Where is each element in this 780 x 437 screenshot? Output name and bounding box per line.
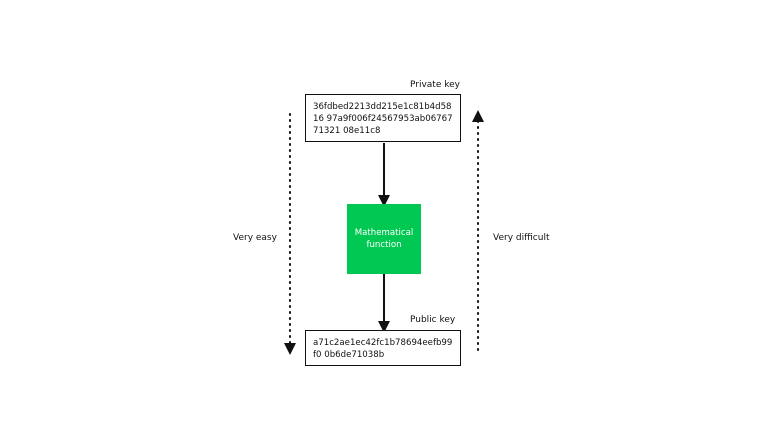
very-easy-label: Very easy	[233, 233, 277, 243]
public-key-value: a71c2ae1ec42fc1b78694eefb99f0 0b6de71038…	[313, 338, 453, 360]
mathematical-function-label: Mathematical function	[354, 228, 414, 250]
public-key-box: a71c2ae1ec42fc1b78694eefb99f0 0b6de71038…	[305, 330, 461, 366]
public-key-label: Public key	[410, 315, 456, 325]
private-key-box: 36fdbed2213dd215e1c81b4d5816 97a9f006f24…	[305, 94, 461, 142]
private-key-value: 36fdbed2213dd215e1c81b4d5816 97a9f006f24…	[313, 102, 453, 136]
very-difficult-label: Very difficult	[493, 233, 550, 243]
mathematical-function-box: Mathematical function	[347, 204, 421, 274]
private-key-label: Private key	[410, 80, 460, 90]
